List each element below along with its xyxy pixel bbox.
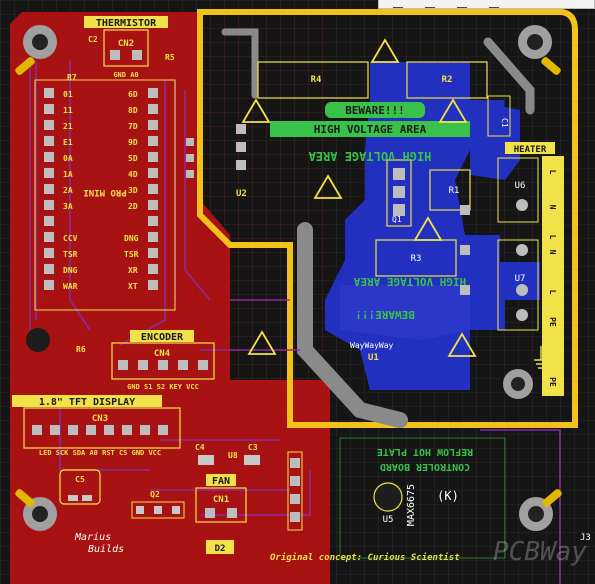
cn1-label: CN1: [213, 495, 229, 505]
cn3-pins: LED SCK SDA A0 RST CS GND VCC: [39, 449, 161, 457]
hv-trace-3: [221, 28, 259, 99]
wayway-label: WayWayWay: [350, 341, 394, 350]
r4-label: R4: [311, 75, 322, 85]
r1-label: R1: [449, 186, 460, 196]
svg-text:E1: E1: [63, 138, 73, 147]
svg-text:CCV: CCV: [63, 234, 78, 243]
earth-icon: [534, 346, 548, 369]
title-back-2: CONTROLER BOARD: [380, 461, 470, 472]
svg-text:11: 11: [63, 106, 73, 115]
watermark: PCBWay: [493, 537, 587, 567]
view-toolbar[interactable]: [378, 0, 595, 9]
svg-text:9D: 9D: [128, 138, 138, 147]
q2-label: Q2: [150, 490, 160, 499]
u1-label: U1: [368, 353, 379, 363]
svg-text:XR: XR: [128, 266, 138, 275]
svg-text:WAR: WAR: [63, 282, 78, 291]
c4-label: C4: [195, 443, 205, 452]
hv-trace-2: [483, 37, 535, 115]
svg-text:4D: 4D: [128, 170, 138, 179]
cn4-pads: [118, 360, 208, 370]
pro-mini-label: PRO MINI: [83, 187, 126, 197]
c2-label: C2: [88, 35, 98, 44]
svg-text:5D: 5D: [128, 154, 138, 163]
svg-text:01: 01: [63, 90, 73, 99]
hv-trace-1: [297, 222, 408, 428]
u5-label: U5: [383, 515, 394, 525]
toolbar-icon-1[interactable]: [393, 4, 403, 8]
svg-text:TSR: TSR: [63, 250, 78, 259]
svg-text:3A: 3A: [63, 202, 73, 211]
cn3-pads: [32, 425, 168, 435]
front-copper-pour: [10, 12, 330, 584]
svg-text:N: N: [548, 250, 557, 255]
encoder-label: ENCODER: [141, 332, 184, 343]
r6-label: R6: [76, 345, 86, 354]
beware-label-back: BEWARE!!!: [355, 308, 415, 321]
cn4-label: CN4: [154, 349, 171, 359]
screw-icons: [15, 57, 562, 507]
u7-label: U7: [515, 274, 526, 284]
tft-label: 1.8" TFT DISPLAY: [39, 397, 135, 408]
cn2-label: CN2: [118, 39, 134, 49]
svg-text:PE: PE: [548, 317, 557, 327]
hv-label-back: HIGH VOLTAGE AREA: [308, 149, 432, 163]
thermistor-label: THERMISTOR: [96, 18, 157, 29]
max-label: MAX6675: [406, 484, 417, 526]
toolbar-icon-3[interactable]: [457, 4, 467, 8]
r3-label: R3: [411, 254, 422, 264]
hv-keepout-outline: [197, 9, 578, 428]
u8-label: U8: [228, 451, 238, 460]
cn2-pins: GND A0: [113, 71, 138, 79]
toolbar-icon-4[interactable]: [489, 4, 499, 8]
r7-label: R7: [67, 73, 77, 82]
svg-text:8D: 8D: [128, 106, 138, 115]
heater-pin-labels: L N L N L PE PE: [548, 170, 557, 387]
svg-text:DNG: DNG: [63, 266, 78, 275]
svg-text:1A: 1A: [63, 170, 73, 179]
svg-text:TSR: TSR: [124, 250, 139, 259]
svg-text:XT: XT: [128, 282, 138, 291]
r5-label: R5: [165, 53, 175, 62]
toolbar-icon-2[interactable]: [425, 4, 435, 8]
title-back-1: REFLOW HOT PLATE: [377, 446, 473, 457]
heater-pads: [460, 199, 528, 321]
hv-warning-icons: [241, 38, 477, 357]
r2-label: R2: [442, 75, 453, 85]
q1-label: Q1: [392, 215, 402, 224]
svg-text:0A: 0A: [63, 154, 73, 163]
svg-text:6D: 6D: [128, 90, 138, 99]
u6-label: U6: [515, 181, 526, 191]
j3-label: J3: [580, 533, 591, 543]
heater-label: HEATER: [514, 145, 547, 155]
beware-label: BEWARE!!!: [345, 104, 405, 117]
u2-label: U2: [236, 189, 247, 199]
svg-text:PE: PE: [548, 377, 557, 387]
c3-label: C3: [248, 443, 258, 452]
svg-text:N: N: [548, 205, 557, 210]
svg-text:21: 21: [63, 122, 73, 131]
cn3-label: CN3: [92, 414, 108, 424]
svg-text:L: L: [548, 290, 557, 295]
k-label: (K): [437, 489, 459, 503]
hv-label: HIGH VOLTAGE AREA: [314, 123, 427, 136]
svg-text:2A: 2A: [63, 186, 73, 195]
svg-text:2D: 2D: [128, 202, 138, 211]
d2-label: D2: [215, 544, 226, 554]
author-line-1: Marius: [74, 532, 111, 543]
svg-text:L: L: [548, 170, 557, 175]
author-line-2: Builds: [88, 544, 124, 555]
c5-label: C5: [75, 475, 85, 484]
hv-label-back-2: HIGH VOLTAGE AREA: [353, 275, 466, 288]
svg-text:7D: 7D: [128, 122, 138, 131]
c1-label: C1: [500, 118, 509, 128]
svg-text:DNG: DNG: [124, 234, 139, 243]
svg-text:3D: 3D: [128, 186, 138, 195]
svg-text:L: L: [548, 235, 557, 240]
cn4-pins: GND S1 S2 KEY VCC: [127, 383, 199, 391]
fan-label: FAN: [212, 476, 230, 487]
